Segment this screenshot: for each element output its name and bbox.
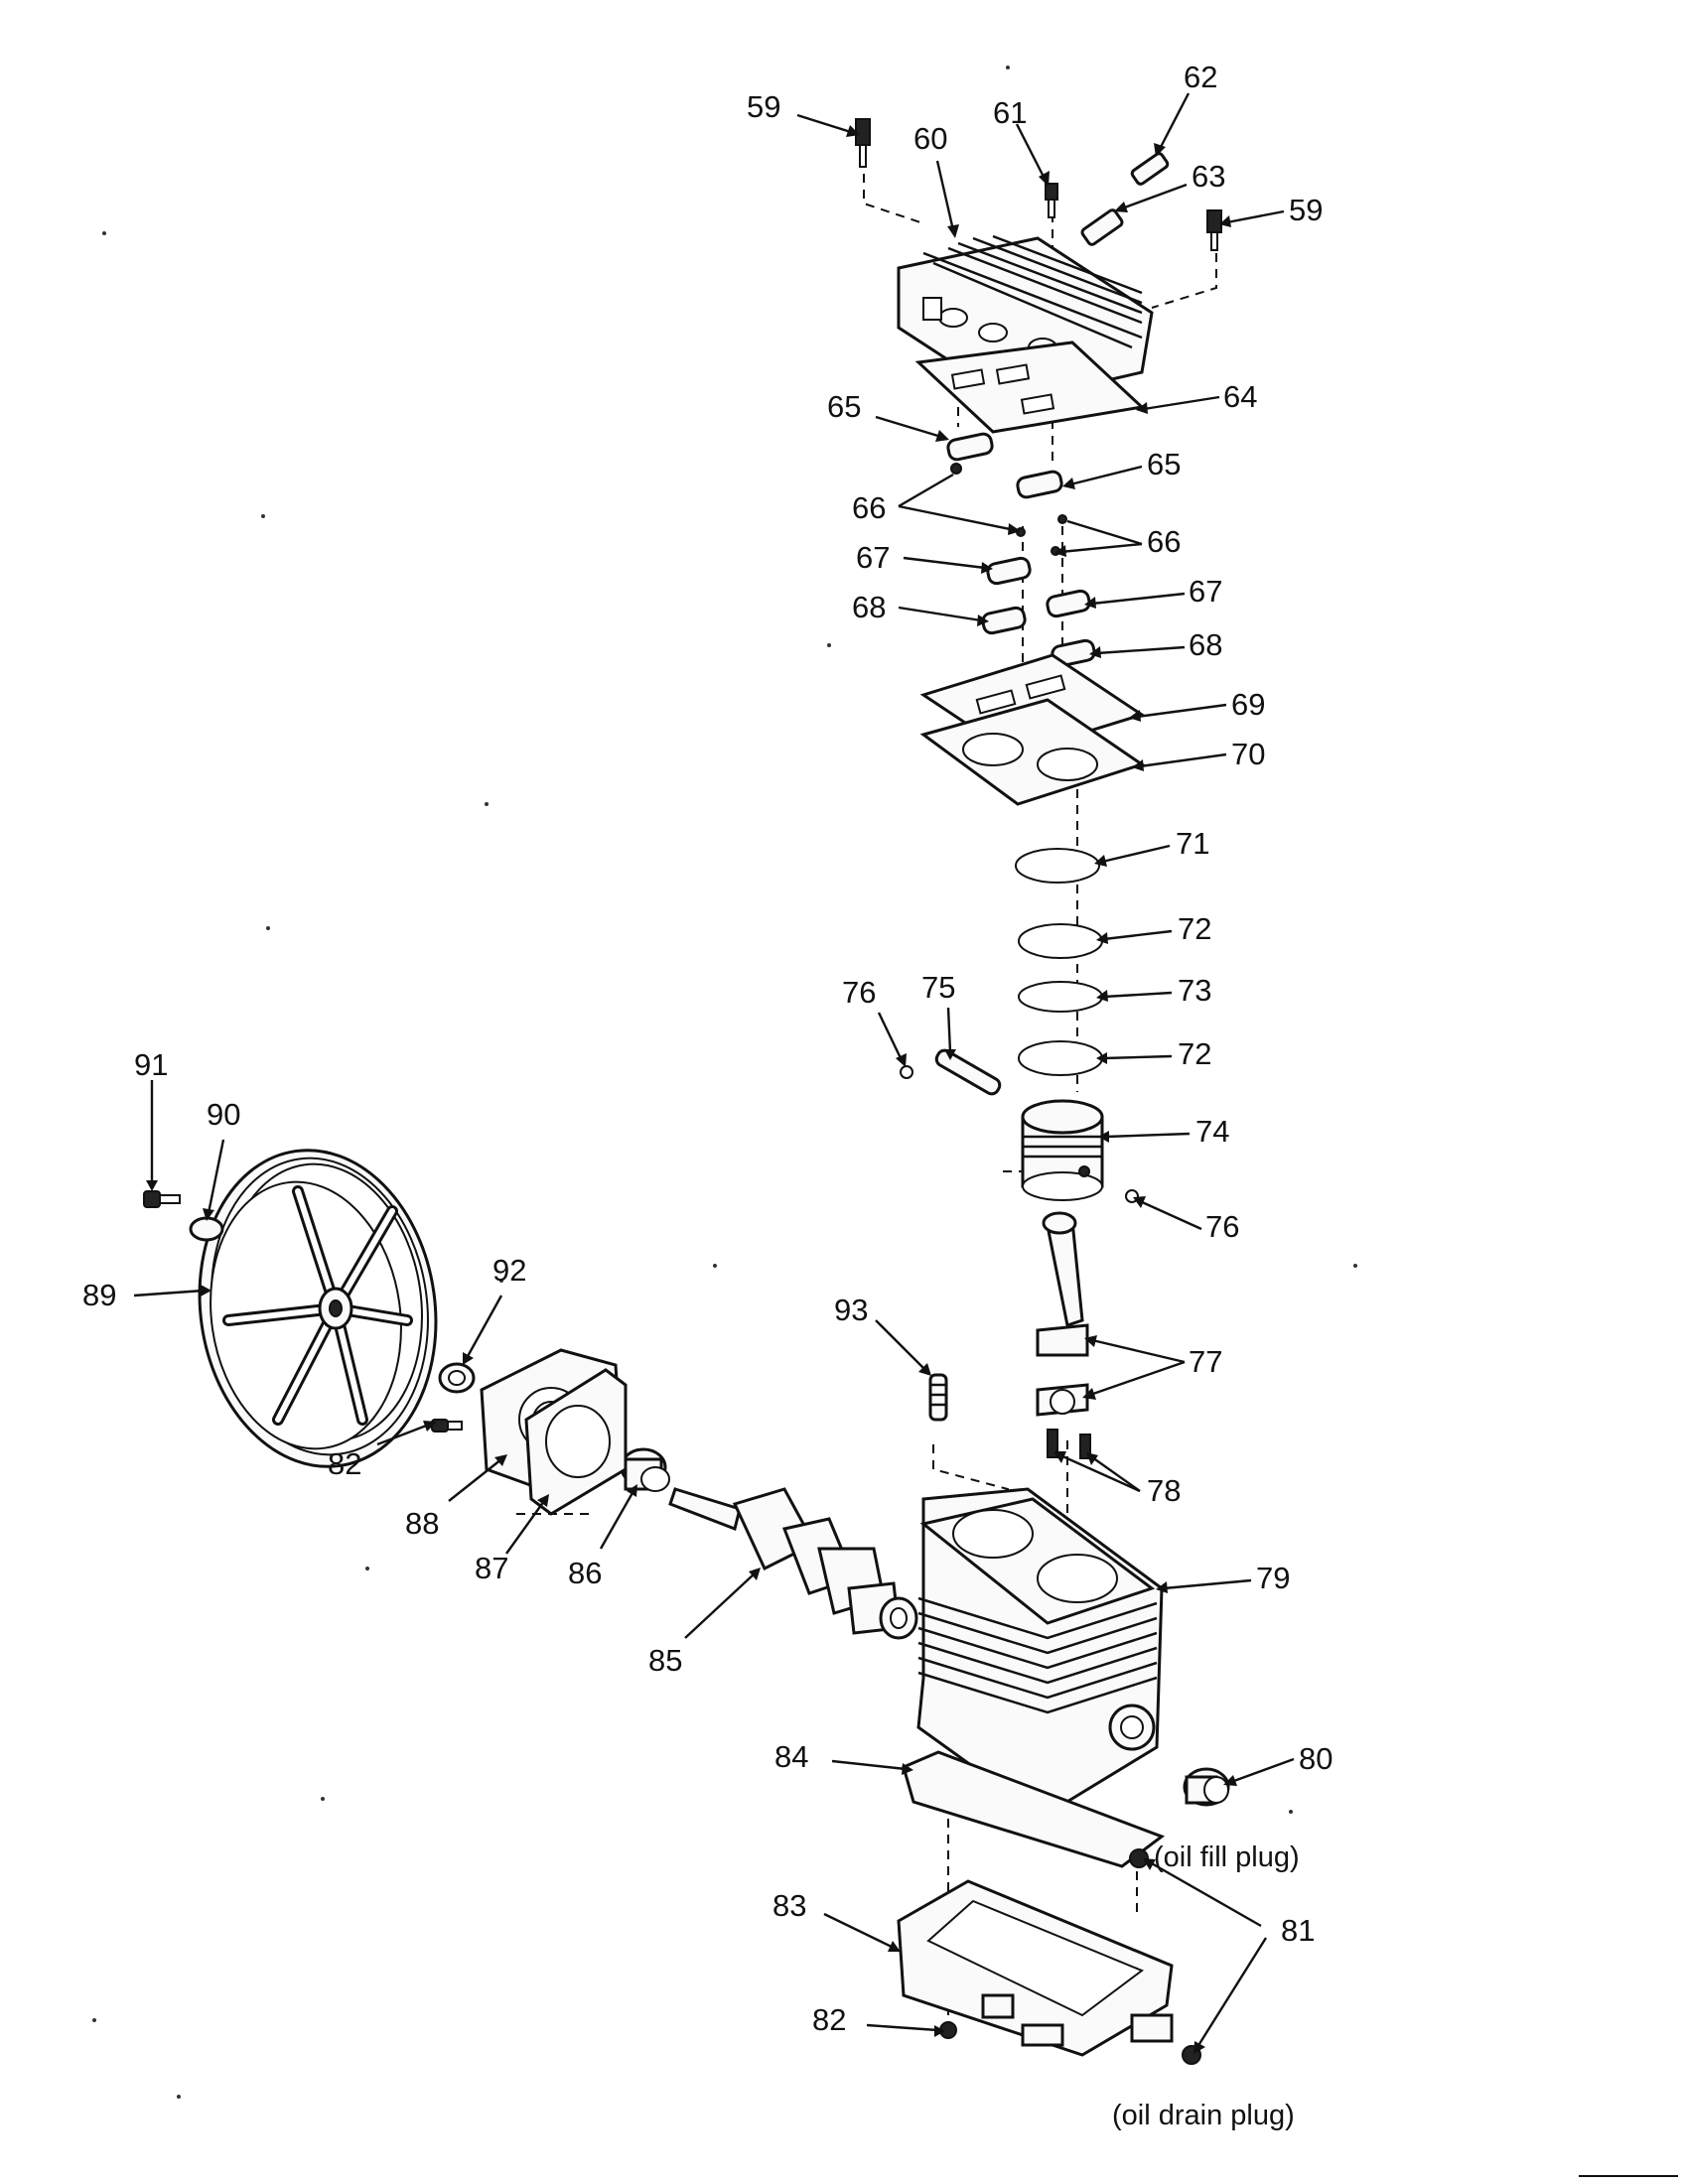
callout-89: 89 [82, 1278, 116, 1312]
breather-93 [928, 1373, 948, 1422]
callout-73: 73 [1178, 973, 1211, 1008]
head-bolts [855, 118, 1222, 251]
valve-plates-65 [946, 432, 1063, 499]
connecting-rod [1036, 1211, 1089, 1417]
callout-59-left: 59 [747, 89, 780, 124]
callout-75: 75 [921, 970, 955, 1005]
callout-72-upper: 72 [1178, 911, 1211, 946]
callout-74: 74 [1195, 1114, 1229, 1149]
callout-83: 83 [772, 1888, 806, 1923]
callout-70: 70 [1231, 737, 1265, 771]
fittings [1080, 152, 1170, 246]
washer-90 [189, 1216, 224, 1242]
piston-rings [1015, 848, 1103, 1076]
callout-81: 81 [1281, 1913, 1315, 1948]
callout-65-right: 65 [1147, 447, 1181, 481]
scan-specks [92, 66, 1678, 2177]
plug-80 [1183, 1767, 1230, 1807]
callout-68-right: 68 [1189, 627, 1222, 662]
bolt-91 [143, 1190, 181, 1208]
gasket-87 [524, 1368, 628, 1516]
head-gasket [914, 341, 1146, 434]
callout-66-right: 66 [1147, 524, 1181, 559]
callout-85: 85 [648, 1643, 682, 1678]
wrist-pin [900, 1048, 1139, 1203]
screw-82-left [431, 1419, 463, 1433]
callout-67-right: 67 [1189, 574, 1222, 609]
callout-88: 88 [405, 1506, 439, 1541]
callout-79: 79 [1256, 1561, 1290, 1595]
callout-80: 80 [1299, 1741, 1333, 1776]
crankcase-79 [916, 1487, 1164, 1819]
callout-76-left: 76 [842, 975, 876, 1010]
leader-lines [133, 92, 1295, 2054]
callout-68-left: 68 [852, 590, 886, 624]
bearing-86 [620, 1447, 670, 1492]
callout-66-left: 66 [852, 490, 886, 525]
seal-92 [438, 1362, 476, 1394]
callout-93: 93 [834, 1293, 868, 1327]
crankshaft-85 [668, 1487, 918, 1640]
piston [1021, 1099, 1104, 1201]
callout-labels: 59 59 60 61 62 63 64 65 65 66 66 67 67 6… [82, 60, 1333, 2131]
callout-61: 61 [993, 95, 1027, 130]
callout-77: 77 [1189, 1344, 1222, 1379]
callout-82-bottom: 82 [812, 2002, 846, 2037]
callout-78: 78 [1147, 1473, 1181, 1508]
callout-64: 64 [1223, 379, 1257, 414]
callout-86: 86 [568, 1556, 602, 1590]
callout-67-left: 67 [856, 540, 890, 575]
rod-screws-78 [1047, 1429, 1091, 1459]
callout-72-lower: 72 [1178, 1036, 1211, 1071]
callout-62: 62 [1184, 60, 1217, 94]
callout-92: 92 [492, 1253, 526, 1288]
callout-65-left: 65 [827, 389, 861, 424]
callout-60: 60 [913, 121, 947, 156]
callout-82-left: 82 [328, 1446, 361, 1481]
oil-drain-plug-note: (oil drain plug) [1112, 2100, 1295, 2131]
callout-71: 71 [1176, 826, 1209, 861]
oil-fill-plug-note: (oil fill plug) [1154, 1842, 1300, 1873]
valve-plates-67-68 [981, 556, 1096, 668]
flywheel-89 [198, 1149, 438, 1468]
callout-63: 63 [1192, 159, 1225, 194]
callout-87: 87 [475, 1551, 508, 1585]
callout-91: 91 [134, 1047, 168, 1082]
callout-84: 84 [774, 1739, 808, 1774]
callout-69: 69 [1231, 687, 1265, 722]
callout-76-right: 76 [1205, 1209, 1239, 1244]
base-plate-83 [897, 1879, 1174, 2057]
callout-59-right: 59 [1289, 193, 1323, 227]
callout-90: 90 [207, 1097, 240, 1132]
